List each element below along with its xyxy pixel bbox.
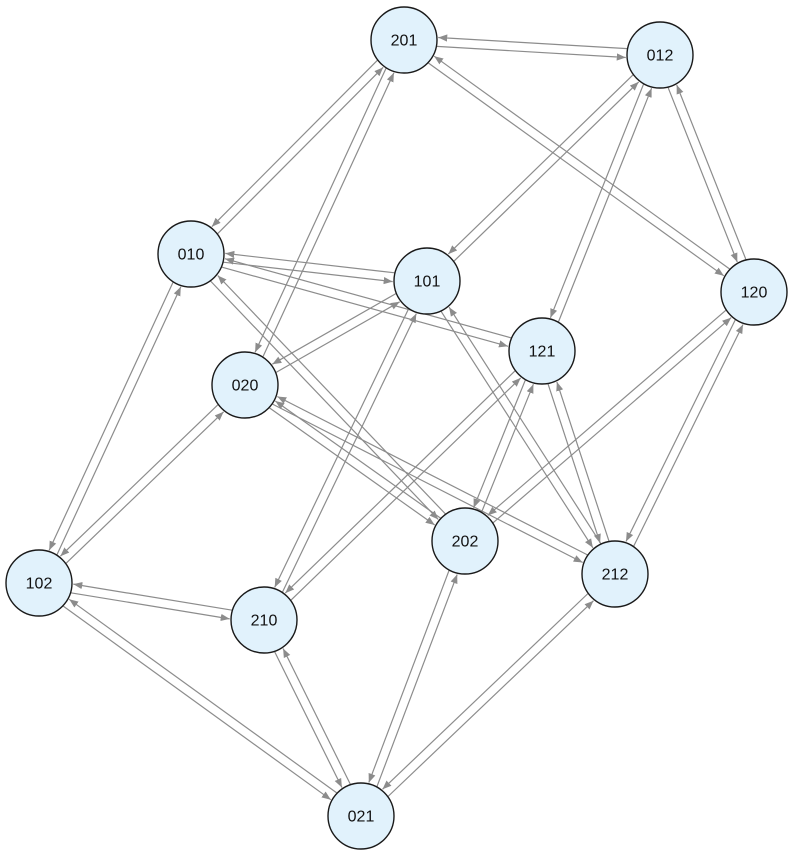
edge-212-to-120 xyxy=(633,324,744,547)
node-layer: 201 012 010 101 120 121 020 202 212 102 210 021 xyxy=(5,6,788,850)
edge-021-to-102 xyxy=(68,598,338,794)
node-circle xyxy=(393,247,461,315)
edge-layer xyxy=(48,34,747,801)
edge-212-to-020 xyxy=(277,395,588,556)
edge-020-to-202 xyxy=(268,407,436,526)
edge-120-to-202 xyxy=(487,309,727,516)
node-012: 012 xyxy=(626,21,694,89)
node-label: 210 xyxy=(251,613,278,630)
node-circle xyxy=(5,549,73,617)
edge-020-to-101 xyxy=(275,301,400,374)
node-circle xyxy=(626,21,694,89)
edge-021-to-202 xyxy=(376,574,458,787)
node-circle xyxy=(211,351,279,419)
edge-202-to-121 xyxy=(481,383,534,513)
edge-012-to-120 xyxy=(667,87,738,263)
edge-101-to-212 xyxy=(440,310,594,549)
edge-120-to-201 xyxy=(433,55,731,270)
edge-121-to-202 xyxy=(473,379,526,509)
edge-101-to-020 xyxy=(272,292,397,365)
edge-012-to-121 xyxy=(549,83,645,319)
node-010: 010 xyxy=(157,220,225,288)
node-121: 121 xyxy=(508,317,576,385)
edge-010-to-201 xyxy=(217,66,384,235)
node-label: 101 xyxy=(414,274,441,291)
edge-012-to-101 xyxy=(447,74,634,255)
node-102: 102 xyxy=(5,549,73,617)
node-201: 201 xyxy=(370,6,438,74)
edge-120-to-012 xyxy=(676,84,747,260)
edge-212-to-121 xyxy=(556,381,610,542)
edge-021-to-212 xyxy=(387,600,594,797)
edge-121-to-210 xyxy=(284,370,516,594)
node-circle xyxy=(581,540,649,608)
node-circle xyxy=(508,317,576,385)
edge-102-to-020 xyxy=(65,411,225,564)
edge-202-to-020 xyxy=(274,400,442,519)
edge-010-to-202 xyxy=(210,280,439,520)
edge-102-to-021 xyxy=(62,605,332,801)
edge-202-to-120 xyxy=(492,317,732,524)
edge-020-to-201 xyxy=(262,72,395,358)
edge-020-to-102 xyxy=(59,404,219,557)
node-020: 020 xyxy=(211,351,279,419)
node-label: 121 xyxy=(529,344,556,361)
edge-020-to-212 xyxy=(272,403,583,564)
node-label: 201 xyxy=(391,33,418,50)
node-circle xyxy=(370,6,438,74)
edge-101-to-012 xyxy=(453,81,640,262)
edge-201-to-120 xyxy=(427,62,725,277)
edge-010-to-121 xyxy=(221,266,509,348)
edge-121-to-010 xyxy=(224,257,512,339)
edge-101-to-010 xyxy=(225,250,395,274)
edge-102-to-210 xyxy=(70,592,230,621)
node-circle xyxy=(157,220,225,288)
edge-012-to-201 xyxy=(438,34,628,50)
edge-210-to-102 xyxy=(73,582,233,611)
node-101: 101 xyxy=(393,247,461,315)
edge-121-to-012 xyxy=(557,87,653,323)
node-circle xyxy=(431,507,499,575)
node-label: 021 xyxy=(348,809,375,826)
node-circle xyxy=(230,586,298,654)
node-circle xyxy=(720,258,788,326)
edge-210-to-121 xyxy=(290,377,522,601)
edge-121-to-212 xyxy=(547,383,601,544)
edge-201-to-012 xyxy=(436,45,626,61)
node-circle xyxy=(327,782,395,850)
edge-201-to-010 xyxy=(211,59,378,228)
node-021: 021 xyxy=(327,782,395,850)
node-212: 212 xyxy=(581,540,649,608)
node-120: 120 xyxy=(720,258,788,326)
edge-202-to-021 xyxy=(368,570,450,783)
edge-010-to-102 xyxy=(48,281,174,551)
edge-212-to-101 xyxy=(448,306,602,545)
edge-201-to-020 xyxy=(254,67,387,353)
edge-210-to-021 xyxy=(274,651,343,788)
edge-212-to-021 xyxy=(382,593,589,790)
edge-021-to-210 xyxy=(282,648,351,785)
edge-102-to-010 xyxy=(56,286,182,556)
node-label: 012 xyxy=(647,48,674,65)
node-label: 212 xyxy=(602,567,629,584)
node-label: 120 xyxy=(741,285,768,302)
node-label: 202 xyxy=(452,534,479,551)
node-label: 020 xyxy=(232,378,259,395)
node-202: 202 xyxy=(431,507,499,575)
edge-120-to-212 xyxy=(625,319,736,542)
node-210: 210 xyxy=(230,586,298,654)
node-label: 010 xyxy=(178,247,205,264)
node-label: 102 xyxy=(26,576,53,593)
